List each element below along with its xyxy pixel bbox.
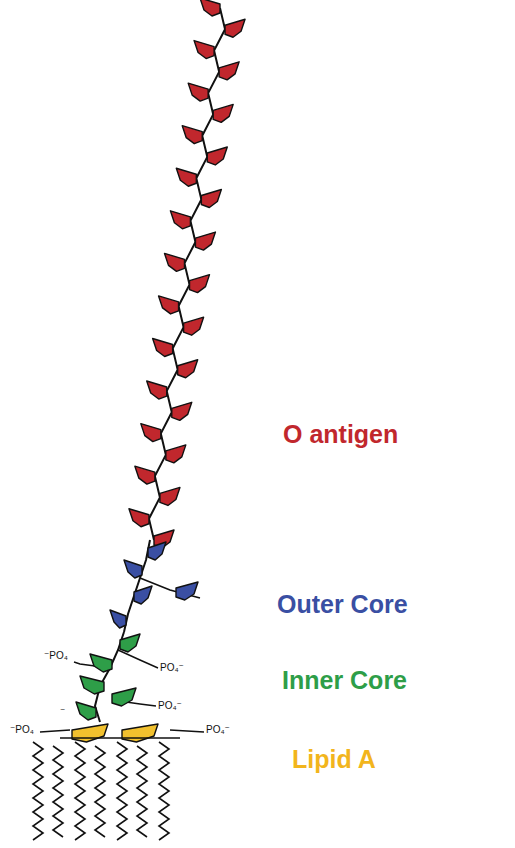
sugar-unit bbox=[124, 560, 142, 578]
sugar-unit bbox=[182, 126, 202, 144]
sugar-unit bbox=[90, 654, 112, 672]
fatty-acid-chain bbox=[137, 746, 147, 837]
sugar-unit bbox=[176, 168, 196, 186]
phosphate-bond bbox=[40, 730, 70, 732]
lipid-a-base bbox=[60, 737, 180, 739]
sugar-unit bbox=[72, 724, 108, 742]
sugar-unit bbox=[141, 424, 161, 442]
region-label: Inner Core bbox=[282, 666, 407, 695]
sugar-unit bbox=[170, 211, 190, 229]
fatty-acid-chain bbox=[159, 742, 169, 840]
sugar-unit bbox=[225, 19, 245, 37]
sugar-unit bbox=[219, 62, 239, 80]
fatty-acid-chain bbox=[95, 746, 105, 837]
sugar-unit bbox=[110, 610, 126, 628]
sugar-unit bbox=[135, 466, 155, 484]
sugar-unit bbox=[166, 445, 186, 463]
fatty-acid-chain bbox=[117, 742, 127, 840]
sugar-chain bbox=[40, 0, 245, 742]
sugar-unit bbox=[188, 83, 208, 101]
sugar-unit bbox=[200, 0, 220, 16]
fatty-acid-chain bbox=[53, 746, 63, 837]
sugar-unit bbox=[172, 402, 192, 420]
sugar-unit bbox=[153, 338, 173, 356]
sugar-unit bbox=[120, 634, 140, 652]
sugar-unit bbox=[147, 381, 167, 399]
phosphate-label: PO₄⁻ bbox=[160, 662, 184, 673]
glycosidic-backbone bbox=[149, 8, 225, 540]
sugar-unit bbox=[159, 296, 179, 314]
sugar-unit bbox=[134, 586, 152, 604]
phosphate-label: ⁻PO₄ bbox=[44, 650, 68, 661]
sugar-unit bbox=[207, 147, 227, 165]
fatty-acid-chain bbox=[33, 742, 43, 840]
phosphate-bond bbox=[170, 730, 204, 732]
sugar-unit bbox=[80, 676, 104, 694]
sugar-unit bbox=[201, 190, 221, 208]
phosphate-label: ⁻ bbox=[60, 706, 65, 717]
sugar-unit bbox=[194, 41, 214, 59]
sugar-unit bbox=[195, 232, 215, 250]
phosphate-label: ⁻PO₄ bbox=[10, 724, 34, 735]
region-label: O antigen bbox=[283, 420, 398, 449]
sugar-unit bbox=[76, 702, 96, 720]
sugar-unit bbox=[184, 317, 204, 335]
phosphate-label: PO₄⁻ bbox=[158, 700, 182, 711]
sugar-unit bbox=[213, 104, 233, 122]
sugar-unit bbox=[178, 360, 198, 378]
sugar-unit bbox=[122, 724, 158, 742]
phosphate-label: PO₄⁻ bbox=[206, 724, 230, 735]
region-label: Outer Core bbox=[277, 590, 408, 619]
outer-core-backbone bbox=[124, 540, 150, 632]
sugar-unit bbox=[148, 542, 166, 560]
sugar-unit bbox=[129, 509, 149, 527]
sugar-unit bbox=[176, 582, 198, 600]
sugar-unit bbox=[164, 253, 184, 271]
sugar-unit bbox=[112, 688, 136, 706]
phosphate-bond bbox=[118, 650, 158, 668]
sugar-unit bbox=[190, 275, 210, 293]
fatty-acid-chain bbox=[75, 742, 85, 840]
region-label: Lipid A bbox=[292, 745, 376, 774]
sugar-unit bbox=[160, 487, 180, 505]
lipid-chains bbox=[33, 742, 169, 840]
